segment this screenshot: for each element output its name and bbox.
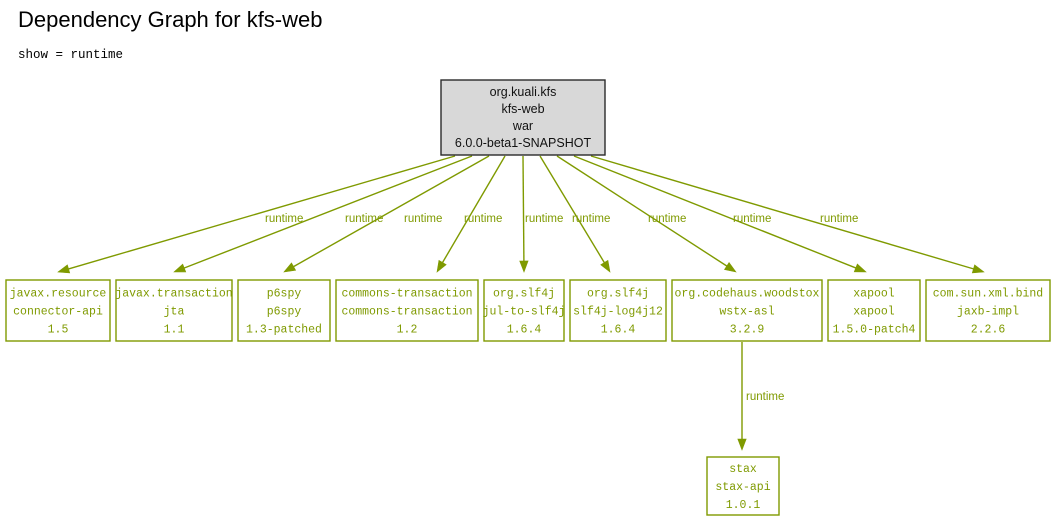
node-artifact-id: commons-transaction [341, 306, 472, 319]
graph-node-root[interactable]: org.kuali.kfs kfs-web war 6.0.0-beta1-SNAPS… [440, 79, 606, 156]
edge-line [441, 155, 506, 263]
node-group-id: org.slf4j [493, 288, 555, 301]
edge-arrowhead-icon [853, 263, 867, 273]
graph-node[interactable]: com.sun.xml.bind jaxb-impl 2.2.6 [925, 279, 1051, 342]
node-version: 6.0.0-beta1-SNAPSHOT [455, 136, 592, 150]
graph-node[interactable]: org.codehaus.woodstox wstx-asl 3.2.9 [671, 279, 823, 342]
node-artifact-id: jul-to-slf4j [483, 306, 566, 319]
graph-node[interactable]: xapool xapool 1.5.0-patch4 [827, 279, 921, 342]
edges-layer: runtime runtime runtime runtime runtime runti… [57, 155, 985, 451]
node-box[interactable] [237, 279, 331, 342]
graph-scope-label: show = runtime [18, 48, 124, 62]
edge-line [556, 155, 728, 267]
graph-node[interactable]: stax stax-api 1.0.1 [706, 456, 780, 516]
graph-edge: runtime [519, 155, 563, 273]
node-artifact-id: jta [164, 306, 185, 319]
edge-label-scope: runtime [733, 213, 771, 225]
node-box[interactable] [671, 279, 823, 342]
node-box[interactable] [925, 279, 1051, 342]
edge-line [522, 155, 525, 262]
edge-label-scope: runtime [525, 213, 563, 225]
edge-arrowhead-icon [600, 259, 611, 273]
nodes-layer: org.kuali.kfs kfs-web war 6.0.0-beta1-SNAPS… [5, 79, 1051, 516]
edge-line [573, 155, 857, 269]
node-version: 1.5.0-patch4 [833, 324, 916, 337]
node-version: 1.6.4 [507, 324, 542, 337]
node-group-id: javax.resource [10, 288, 107, 301]
node-group-id: xapool [853, 288, 895, 301]
graph-edge: runtime [539, 155, 611, 273]
node-artifact-id: slf4j-log4j12 [573, 306, 663, 319]
edge-arrowhead-icon [173, 263, 187, 273]
node-group-id: org.slf4j [587, 288, 649, 301]
node-group-id: p6spy [267, 288, 302, 301]
edge-arrowhead-icon [436, 259, 447, 273]
page-title: Dependency Graph for kfs-web [18, 7, 323, 32]
node-version: 1.3-patched [246, 324, 322, 337]
edge-arrowhead-icon [737, 438, 747, 451]
edge-line [539, 155, 605, 263]
edge-line [590, 155, 974, 270]
edge-label-scope: runtime [746, 391, 784, 403]
node-box[interactable] [440, 79, 606, 156]
graph-node[interactable]: javax.resource connector-api 1.5 [5, 279, 111, 342]
node-group-id: com.sun.xml.bind [933, 288, 1043, 301]
node-box[interactable] [827, 279, 921, 342]
edge-label-scope: runtime [820, 213, 858, 225]
node-version: 2.2.6 [971, 324, 1006, 337]
edge-label-scope: runtime [572, 213, 610, 225]
edge-arrowhead-icon [723, 261, 737, 273]
graph-node[interactable]: org.slf4j jul-to-slf4j 1.6.4 [483, 279, 566, 342]
graph-edge: runtime [556, 155, 737, 273]
node-box[interactable] [5, 279, 111, 342]
edge-arrowhead-icon [971, 264, 985, 274]
node-artifact-id: kfs-web [501, 102, 544, 116]
node-version: 1.6.4 [601, 324, 636, 337]
graph-node[interactable]: org.slf4j slf4j-log4j12 1.6.4 [569, 279, 667, 342]
graph-edge: runtime [57, 155, 456, 274]
edge-label-scope: runtime [265, 213, 303, 225]
graph-node[interactable]: p6spy p6spy 1.3-patched [237, 279, 331, 342]
node-box[interactable] [483, 279, 565, 342]
node-artifact-id: connector-api [13, 306, 103, 319]
graph-edge: runtime [590, 155, 985, 274]
node-version: 1.1 [164, 324, 185, 337]
node-box[interactable] [569, 279, 667, 342]
graph-edge: runtime [436, 155, 506, 273]
node-box[interactable] [706, 456, 780, 516]
node-packaging: war [512, 119, 533, 133]
node-artifact-id: jaxb-impl [957, 306, 1019, 319]
graph-node[interactable]: javax.transaction jta 1.1 [115, 279, 233, 342]
graph-edge: runtime [573, 155, 867, 273]
graph-node[interactable]: commons-transaction commons-transaction 1.… [335, 279, 479, 342]
node-group-id: javax.transaction [115, 288, 232, 301]
edge-arrowhead-icon [519, 260, 529, 273]
node-box[interactable] [335, 279, 479, 342]
node-group-id: stax [729, 463, 757, 476]
node-group-id: org.kuali.kfs [490, 85, 557, 99]
edge-line [68, 155, 456, 270]
node-version: 1.5 [48, 324, 69, 337]
edge-label-scope: runtime [464, 213, 502, 225]
edge-label-scope: runtime [648, 213, 686, 225]
node-version: 1.2 [397, 324, 418, 337]
node-version: 3.2.9 [730, 324, 765, 337]
node-group-id: org.codehaus.woodstox [675, 288, 820, 301]
edge-line [293, 155, 490, 268]
node-artifact-id: wstx-asl [719, 306, 774, 319]
edge-arrowhead-icon [57, 264, 71, 274]
graph-edge: runtime [737, 342, 784, 451]
edge-arrowhead-icon [283, 262, 297, 273]
node-artifact-id: stax-api [715, 481, 770, 494]
node-box[interactable] [115, 279, 233, 342]
node-group-id: commons-transaction [341, 288, 472, 301]
node-version: 1.0.1 [726, 499, 761, 512]
graph-edge: runtime [283, 155, 490, 273]
edge-label-scope: runtime [404, 213, 442, 225]
node-artifact-id: p6spy [267, 306, 302, 319]
edge-line [183, 155, 473, 269]
node-artifact-id: xapool [853, 306, 895, 319]
